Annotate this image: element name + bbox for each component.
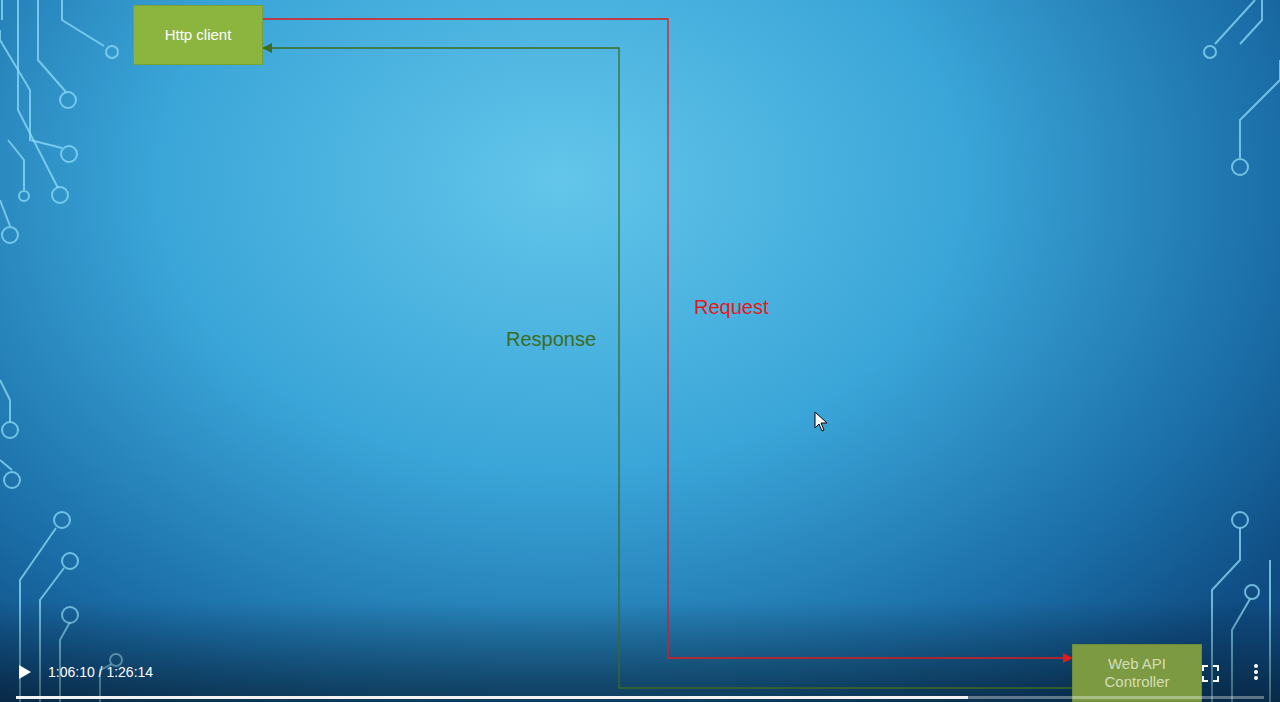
- controller-box: Web API Controller: [1072, 644, 1202, 702]
- video-time: 1:06:10 / 1:26:14: [48, 664, 153, 680]
- edge-label: Request: [694, 296, 769, 319]
- response-arrow: [263, 48, 1072, 688]
- box-label: Http client: [165, 26, 232, 44]
- client-box: Http client: [133, 5, 263, 65]
- request-arrow: [263, 19, 1072, 658]
- edge-label: Response: [506, 328, 596, 351]
- box-label: Web API Controller: [1090, 655, 1184, 691]
